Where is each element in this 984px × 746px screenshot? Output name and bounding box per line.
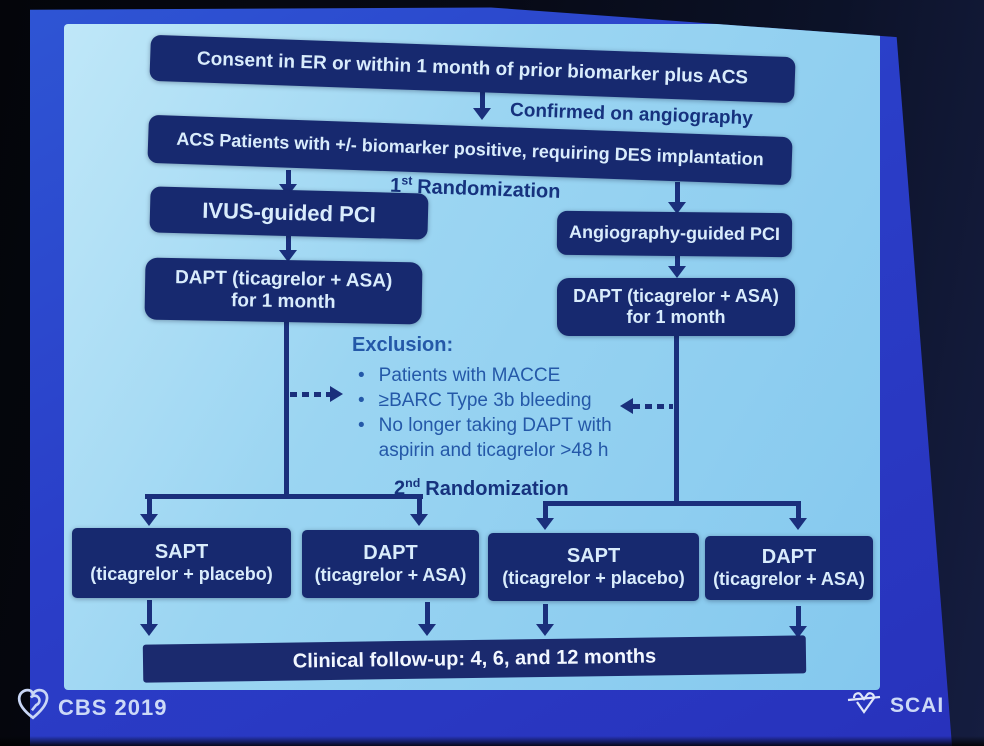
scai-text: SCAI xyxy=(890,694,945,717)
flow-arrow-acs-angio xyxy=(668,182,686,214)
exclusion-list: •Patients with MACCE •≥BARC Type 3b blee… xyxy=(352,363,644,463)
dapt-arm-right-box: DAPT (ticagrelor + ASA) xyxy=(705,536,873,600)
followup-arrow-3 xyxy=(536,604,554,636)
followup-bar: Clinical follow-up: 4, 6, and 12 months xyxy=(142,635,807,683)
followup-arrow-2 xyxy=(418,602,436,636)
confirmed-on-angiography-note: Confirmed on angiography xyxy=(509,99,754,130)
projector-screen: Consent in ER or within 1 month of prior… xyxy=(30,7,952,746)
ivus-box: IVUS-guided PCI xyxy=(149,186,429,240)
acs-text: ACS Patients with +/- biomarker positive… xyxy=(176,129,764,170)
slide: Consent in ER or within 1 month of prior… xyxy=(64,24,880,690)
exclusion-title: Exclusion: xyxy=(352,334,454,356)
dapt-arm-left-box: DAPT (ticagrelor + ASA) xyxy=(302,530,479,598)
drop-arrow-3 xyxy=(536,505,554,530)
flow-arrow-angio-dapt xyxy=(668,254,686,278)
connector-line-right xyxy=(674,335,679,505)
cbs-heart-icon xyxy=(16,688,50,728)
flow-arrow-consent xyxy=(473,92,491,120)
scai-heart-icon xyxy=(846,690,882,722)
sapt-arm-right-box: SAPT (ticagrelor + placebo) xyxy=(488,533,699,601)
dapt-1month-right-box: DAPT (ticagrelor + ASA) for 1 month xyxy=(557,278,795,336)
dashed-arrow-right xyxy=(290,386,343,402)
followup-arrow-4 xyxy=(789,606,807,638)
drop-arrow-2 xyxy=(410,498,428,526)
flow-arrow-ivus-dapt xyxy=(279,236,297,262)
sapt-arm-left-box: SAPT (ticagrelor + placebo) xyxy=(72,528,291,598)
consent-text: Consent in ER or within 1 month of prior… xyxy=(196,48,749,89)
connector-line-left xyxy=(284,318,289,498)
angiography-box: Angiography-guided PCI xyxy=(556,210,793,258)
exclusion-item: •No longer taking DAPT with aspirin and … xyxy=(358,415,612,462)
cbs-2019-text: CBS 2019 xyxy=(58,695,168,720)
exclusion-block: Exclusion: •Patients with MACCE •≥BARC T… xyxy=(352,334,644,463)
split-line-left xyxy=(145,494,423,499)
cbs-2019-logo: CBS 2019 xyxy=(16,688,168,728)
followup-arrow-1 xyxy=(140,600,158,636)
drop-arrow-1 xyxy=(140,498,158,526)
exclusion-item: •Patients with MACCE xyxy=(358,365,561,386)
dapt-1month-left-box: DAPT (ticagrelor + ASA) for 1 month xyxy=(144,257,423,325)
photo-bottom-shade xyxy=(0,736,984,746)
drop-arrow-4 xyxy=(789,505,807,530)
exclusion-item: •≥BARC Type 3b bleeding xyxy=(358,390,592,412)
scai-logo: SCAI xyxy=(846,690,944,722)
dashed-arrow-left xyxy=(620,398,673,414)
split-line-right xyxy=(543,501,801,506)
